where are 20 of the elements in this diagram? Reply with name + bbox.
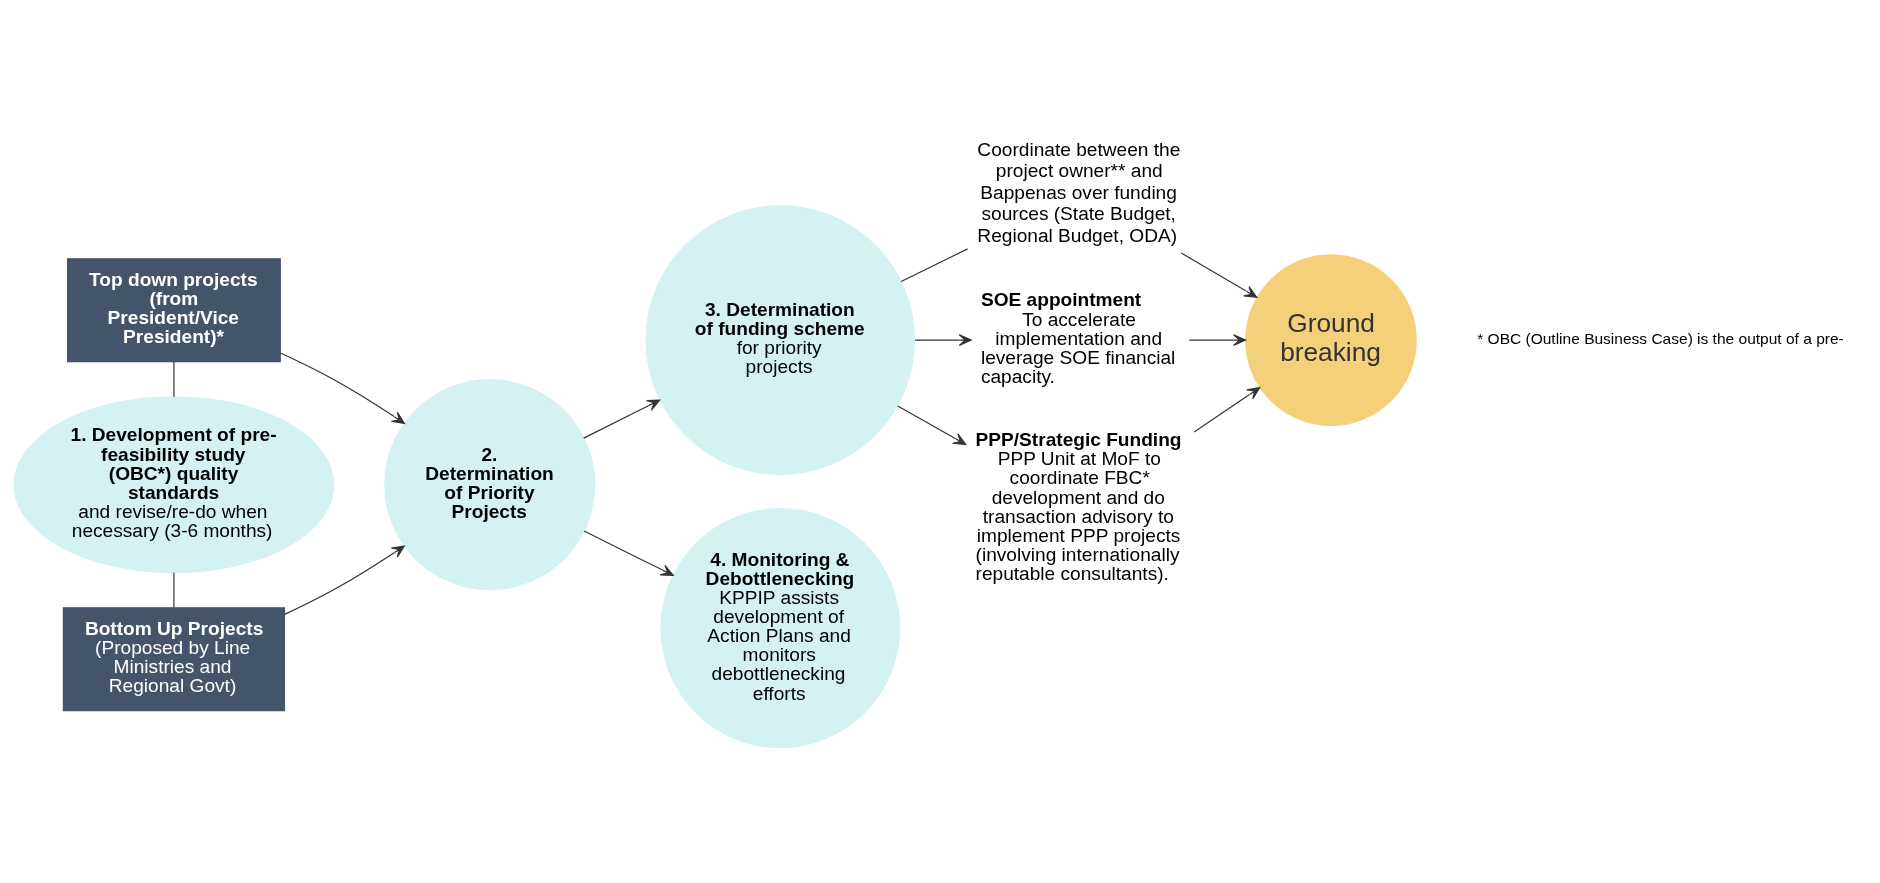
arrow (582, 399, 660, 439)
connector (172, 572, 174, 609)
arrow (1193, 387, 1260, 433)
node-text: PPP/Strategic Funding PPP Unit at MoF to coordinate FBC* development and do transaction advisory to implement PPP projects (involving internationally reputable consultants). (975, 429, 1182, 585)
arrow (283, 545, 405, 615)
arrow (1188, 334, 1246, 347)
node-ellipse: 1. Development of pre-feasibility study (OBC*) quality standards and revise/re-do when necessary (3-6 months) (12, 396, 334, 574)
arrow (583, 530, 674, 576)
arrow (1180, 252, 1257, 298)
arrow (279, 352, 405, 424)
node-circle: 2. Determination of Priority Projects (383, 379, 595, 591)
label: * OBC (Outline Business Case) is the output of a pre- (1476, 330, 1844, 348)
connector (172, 361, 174, 398)
arrow (896, 405, 966, 446)
node-text: Coordinate between the project owner** and Bappenas over funding sources (State Budget, Regional Budget, ODA) (976, 138, 1180, 246)
node-text: SOE appointment To accelerate implementation and leverage SOE financial capacity. (980, 289, 1175, 387)
node-box: Bottom Up Projects (Proposed by Line Ministries and Regional Govt) (62, 607, 285, 712)
connector (900, 248, 968, 283)
arrow (913, 334, 972, 347)
node-box: Top down projects (from President/Vice President)* (66, 258, 281, 363)
